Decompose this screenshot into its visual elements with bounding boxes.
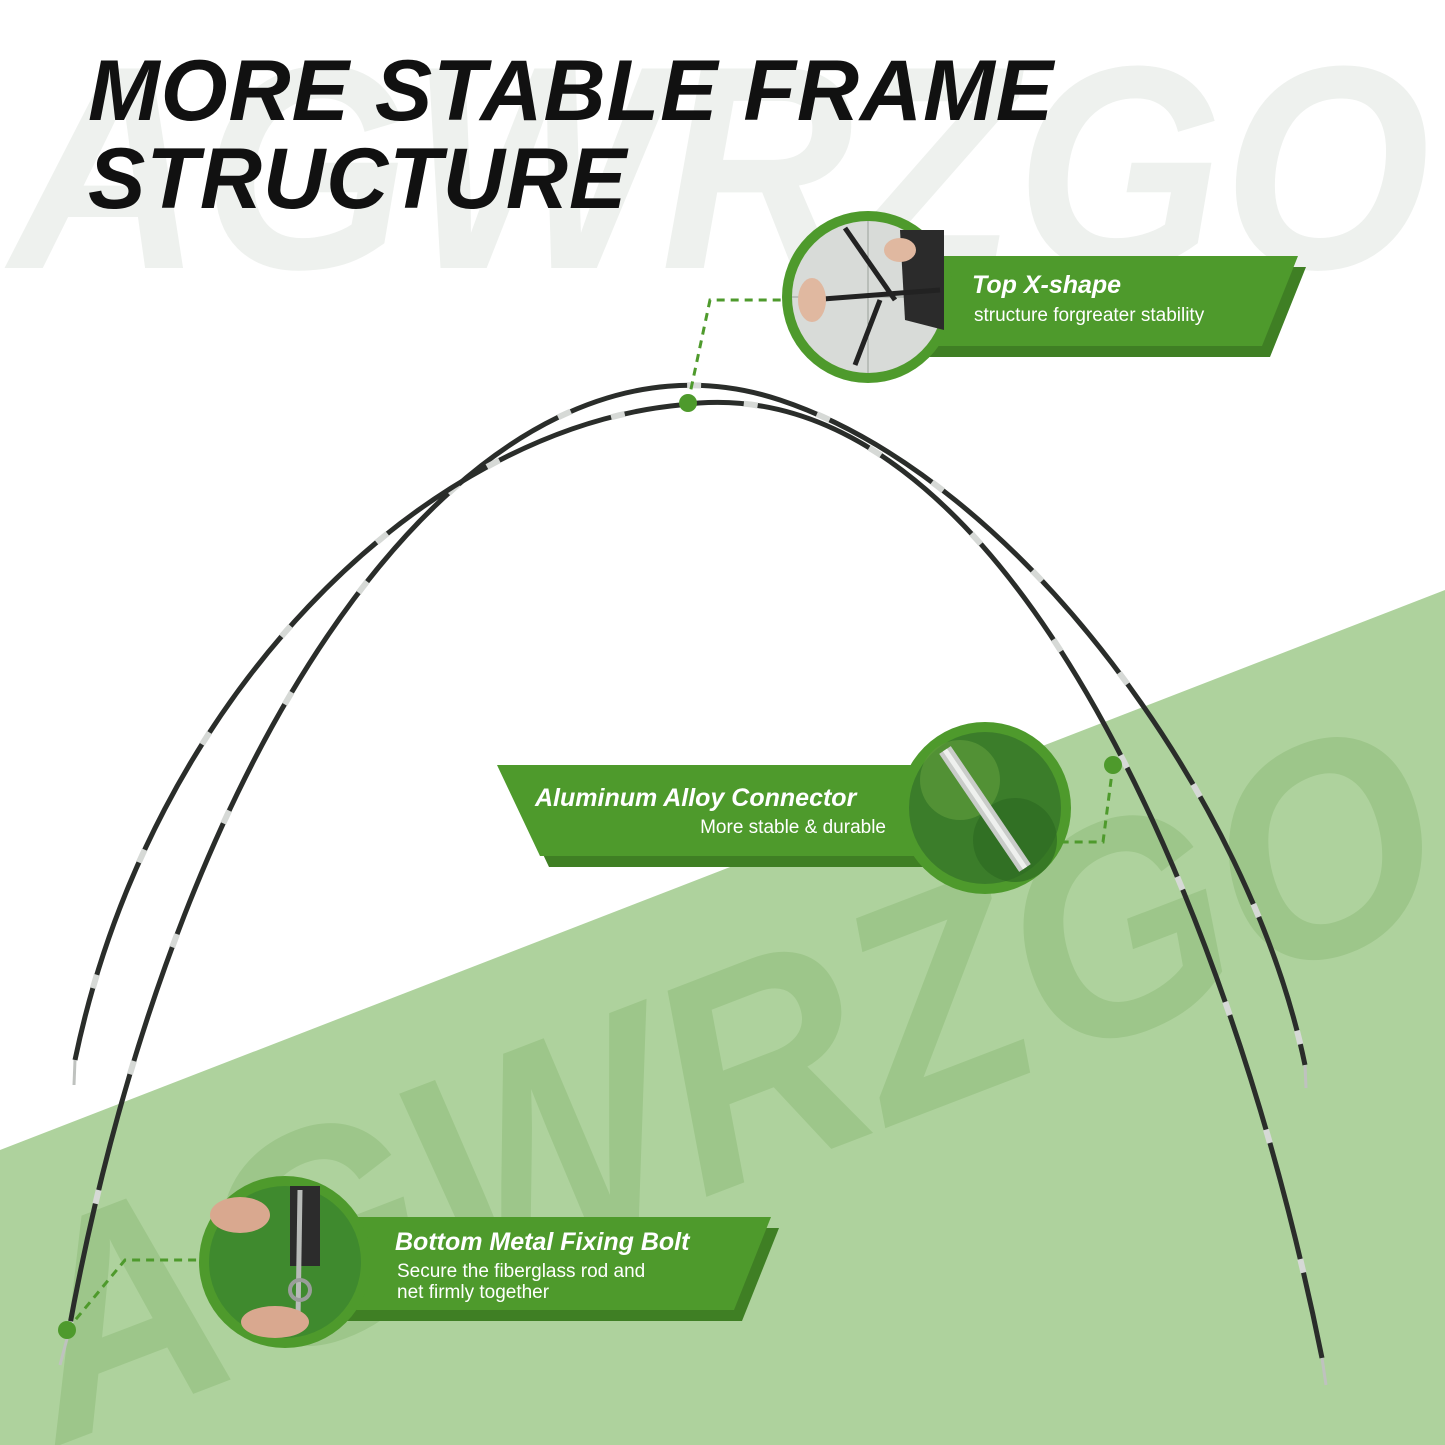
x-frame-photo-icon [782,211,954,383]
headline-line-2: STRUCTURE [88,131,628,227]
leader-line-top [686,298,800,404]
fiberglass-rod-a [58,382,1308,1366]
bolt-photo-icon [199,1176,371,1348]
callout-bottom-banner [320,1217,771,1310]
callout-top-title: Top X-shape [972,271,1122,299]
marker-dot-bottom [58,1321,76,1339]
callout-bottom-description-line-1: Secure the fiberglass rod and [397,1261,646,1282]
callout-bottom-description: Secure the fiberglass rod and net firmly… [397,1261,645,1303]
headline-line-1: MORE STABLE FRAME [88,43,1055,139]
callout-top-description: structure forgreater stability [974,305,1205,326]
connector-photo-icon [899,722,1071,894]
leader-line-bottom [65,1258,215,1331]
callout-middle-title: Aluminum Alloy Connector [535,784,857,812]
marker-dot-top [679,394,697,412]
leader-line-middle [1050,764,1115,844]
callout-bottom-description-line-2: net firmly together [397,1282,550,1303]
callout-middle-banner [497,765,940,856]
fiberglass-rod-b [72,399,1328,1386]
callout-bottom-title: Bottom Metal Fixing Bolt [395,1228,690,1256]
marker-dot-middle [1104,756,1122,774]
callout-middle-description: More stable & durable [700,817,886,838]
